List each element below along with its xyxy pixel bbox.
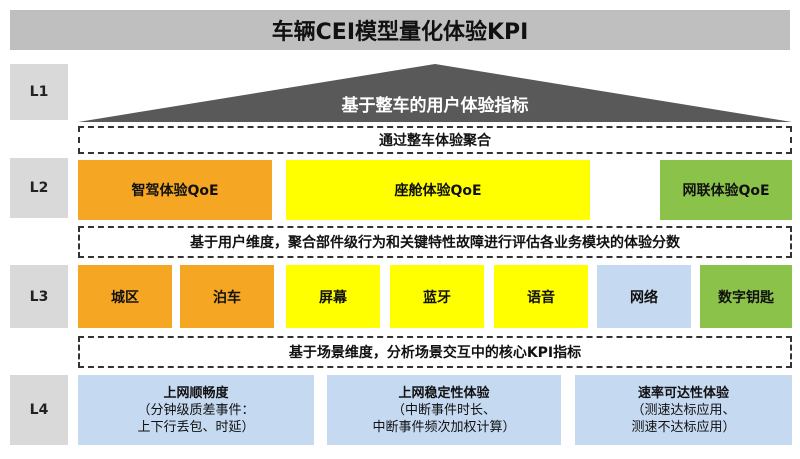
level-label-l3: L3 <box>10 265 68 328</box>
level-label-l4: L4 <box>10 375 68 445</box>
l3-bluetooth: 蓝牙 <box>390 265 484 328</box>
l2-smart-driving: 智驾体验QoE <box>78 160 272 220</box>
l4-item-title: 上网稳定性体验 <box>398 385 490 401</box>
l1-roof-label: 基于整车的用户体验指标 <box>341 95 529 116</box>
l4-item-detail-line1: （测速达标应用、 <box>631 402 736 418</box>
l4-browsing-stability: 上网稳定性体验 （中断事件时长、 中断事件频次加权计算） <box>327 375 561 445</box>
l2-cockpit: 座舱体验QoE <box>286 160 590 220</box>
l2-connectivity: 网联体验QoE <box>660 160 792 220</box>
l4-item-title: 速率可达性体验 <box>637 385 729 401</box>
l4-item-detail-line2: 中断事件频次加权计算） <box>372 419 516 435</box>
level-label-l2: L2 <box>10 158 68 218</box>
l3-digital-key: 数字钥匙 <box>700 265 792 328</box>
l4-item-title: 上网顺畅度 <box>163 385 229 401</box>
l3-network: 网络 <box>597 265 691 328</box>
l3-screen: 屏幕 <box>286 265 380 328</box>
l4-item-detail-line1: （分钟级质差事件： <box>137 402 255 418</box>
band-user-dimension: 基于用户维度，聚合部件级行为和关键特性故障进行评估各业务模块的体验分数 <box>78 226 792 258</box>
page-title: 车辆CEI模型量化体验KPI <box>10 10 790 50</box>
l4-rate-reachability: 速率可达性体验 （测速达标应用、 测速不达标应用） <box>575 375 792 445</box>
l4-item-detail-line1: （中断事件时长、 <box>391 402 496 418</box>
l3-urban: 城区 <box>78 265 172 328</box>
band-aggregation: 通过整车体验聚合 <box>78 126 792 154</box>
level-label-l1: L1 <box>10 64 68 120</box>
band-scenario-dimension: 基于场景维度，分析场景交互中的核心KPI指标 <box>78 336 792 368</box>
l3-voice: 语音 <box>494 265 588 328</box>
l4-item-detail-line2: 上下行丢包、时延） <box>137 419 255 435</box>
l4-item-detail-line2: 测速不达标应用） <box>631 419 736 435</box>
l3-parking: 泊车 <box>180 265 274 328</box>
l4-browsing-smoothness: 上网顺畅度 （分钟级质差事件： 上下行丢包、时延） <box>78 375 314 445</box>
l1-roof-triangle <box>78 64 792 122</box>
